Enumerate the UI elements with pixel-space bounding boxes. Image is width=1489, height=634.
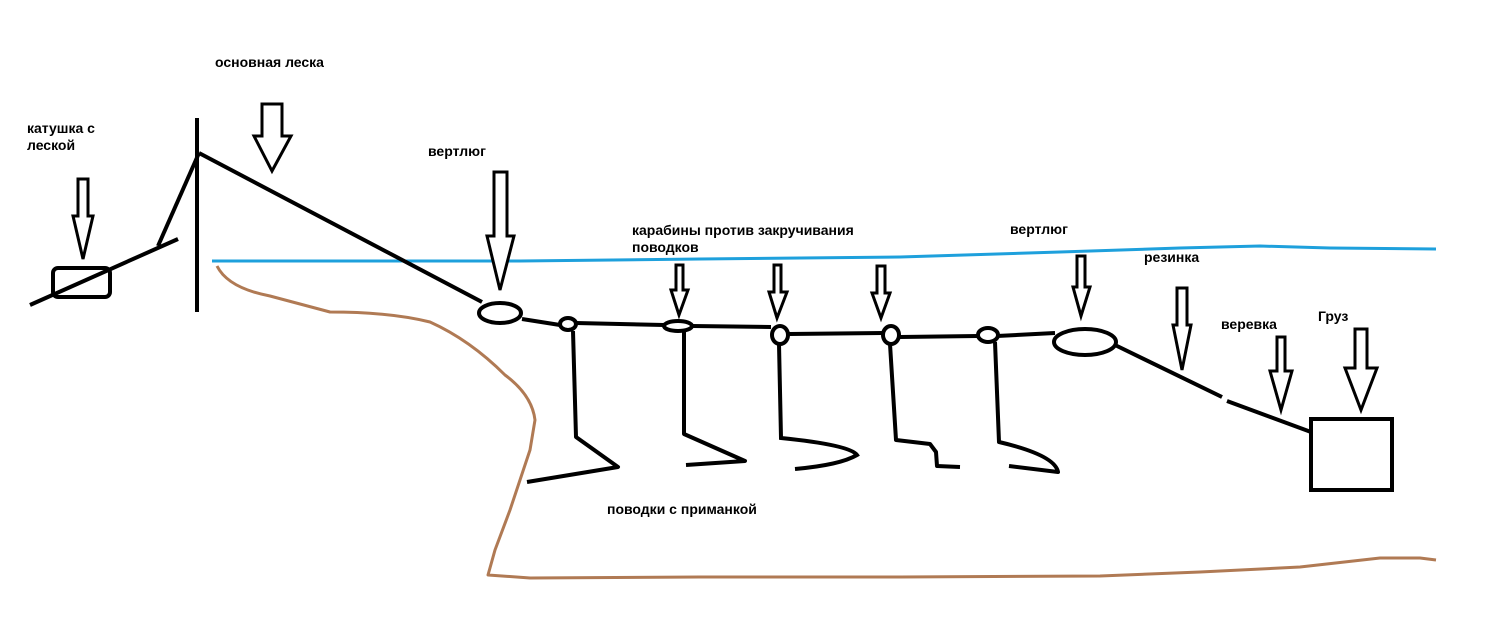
leader-backbone-line xyxy=(521,317,1056,339)
arrow-carabiner-1 xyxy=(668,263,691,320)
arrow-rope xyxy=(1268,335,1294,416)
arrow-main-line xyxy=(251,102,294,175)
arrow-carabiner-2 xyxy=(766,263,790,323)
water-surface-line xyxy=(212,244,1437,263)
label-carabiners-line2: поводков xyxy=(632,239,699,255)
carabiner-4-icon xyxy=(881,324,901,346)
label-reel-line1: катушка с xyxy=(27,120,95,136)
ground-bottom-line xyxy=(215,265,1437,580)
leader-4 xyxy=(888,343,961,469)
main-line xyxy=(198,151,483,304)
leader-1 xyxy=(526,330,620,484)
right-swivel-icon xyxy=(1052,327,1118,357)
leader-2 xyxy=(682,330,747,467)
arrow-carabiner-3 xyxy=(869,264,893,323)
label-weight: Груз xyxy=(1318,308,1349,324)
label-swivel-right: вертлюг xyxy=(1010,221,1068,237)
rubber-line xyxy=(1114,343,1223,399)
arrow-reel xyxy=(71,177,95,260)
carabiner-3-icon xyxy=(770,324,790,346)
rope-line xyxy=(1226,399,1312,434)
arrow-rubber xyxy=(1171,286,1193,371)
carabiner-2-icon xyxy=(662,319,694,333)
leader-5 xyxy=(993,341,1060,474)
label-swivel-left: вертлюг xyxy=(428,143,486,159)
label-carabiners-line1: карабины против закручивания xyxy=(632,222,854,238)
leader-3 xyxy=(777,343,860,471)
weight-box xyxy=(1309,417,1394,492)
rod-brace xyxy=(156,152,201,247)
label-reel-line2: леской xyxy=(27,137,76,153)
reel-icon xyxy=(51,266,112,299)
label-leaders: поводки с приманкой xyxy=(607,501,757,517)
arrow-weight xyxy=(1342,327,1380,415)
carabiner-5-icon xyxy=(976,326,1000,344)
left-swivel-icon xyxy=(477,301,523,325)
label-main-line: основная леска xyxy=(215,54,324,70)
arrow-right-swivel xyxy=(1071,254,1093,322)
arrow-left-swivel xyxy=(485,170,516,291)
label-rubber: резинка xyxy=(1144,249,1200,265)
label-rope: веревка xyxy=(1221,316,1277,332)
carabiner-1-icon xyxy=(558,316,578,332)
